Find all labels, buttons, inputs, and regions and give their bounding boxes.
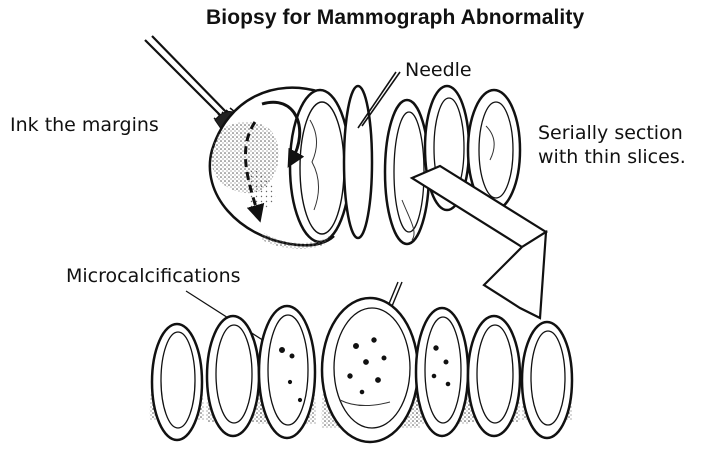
- tissue-slice: [385, 100, 429, 244]
- slice-row: [150, 298, 572, 442]
- serial-slice: [468, 316, 520, 436]
- serial-slice: [258, 306, 316, 438]
- serial-slice: [150, 324, 204, 440]
- serial-slice: [414, 308, 470, 436]
- serial-slice: [522, 322, 572, 438]
- tissue-slice: [344, 86, 372, 238]
- serial-slice: [321, 298, 420, 442]
